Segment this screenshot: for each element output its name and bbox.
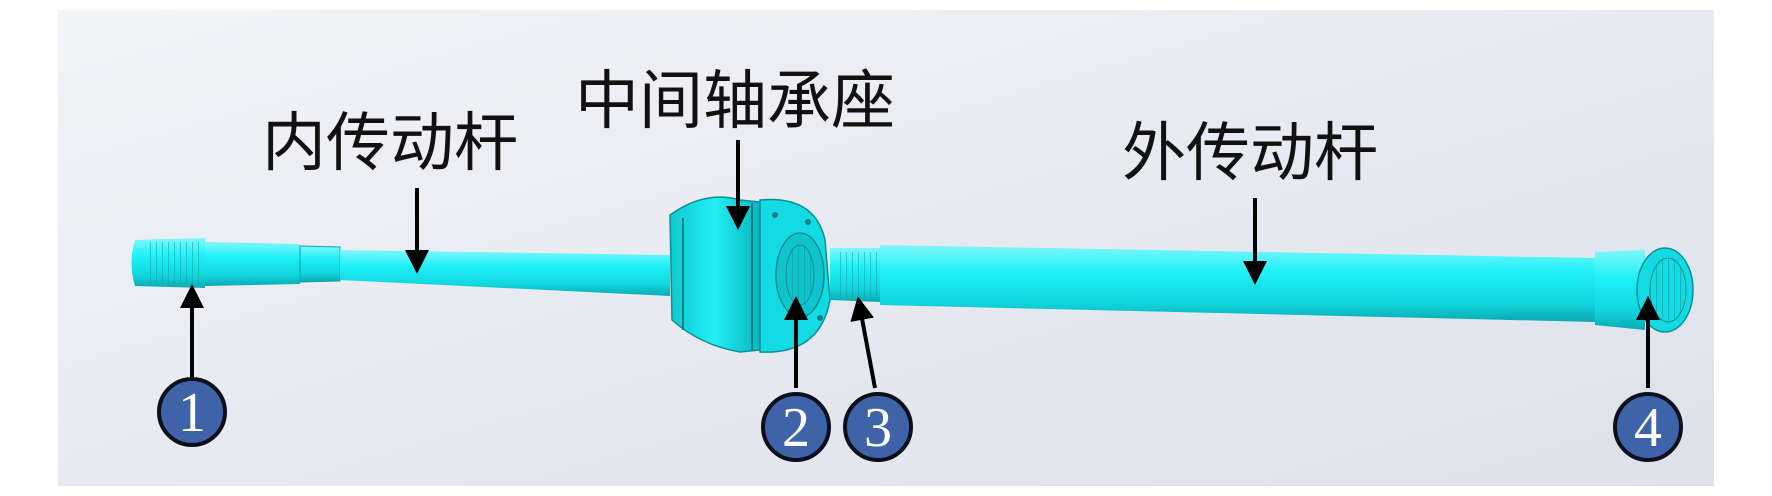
arrow-marker-3 — [850, 296, 877, 389]
label-bearing-seat: 中间轴承座 — [575, 65, 895, 139]
label-outer-shaft: 外传动杆 — [1122, 117, 1378, 191]
marker-4-text: 4 — [1634, 397, 1662, 459]
marker-3: 3 — [843, 392, 913, 462]
marker-3-text: 3 — [864, 397, 892, 459]
marker-arrows — [180, 284, 1660, 389]
marker-4: 4 — [1613, 392, 1683, 462]
label-arrows — [405, 140, 1267, 285]
marker-1: 1 — [157, 377, 227, 447]
marker-2: 2 — [761, 392, 831, 462]
label-inner-shaft: 内传动杆 — [262, 107, 518, 181]
marker-1-text: 1 — [178, 382, 206, 444]
marker-2-text: 2 — [782, 397, 810, 459]
inner-shaft-splines — [150, 242, 202, 284]
bearing-seat — [669, 196, 831, 353]
outer-shaft-bar — [880, 245, 1595, 322]
